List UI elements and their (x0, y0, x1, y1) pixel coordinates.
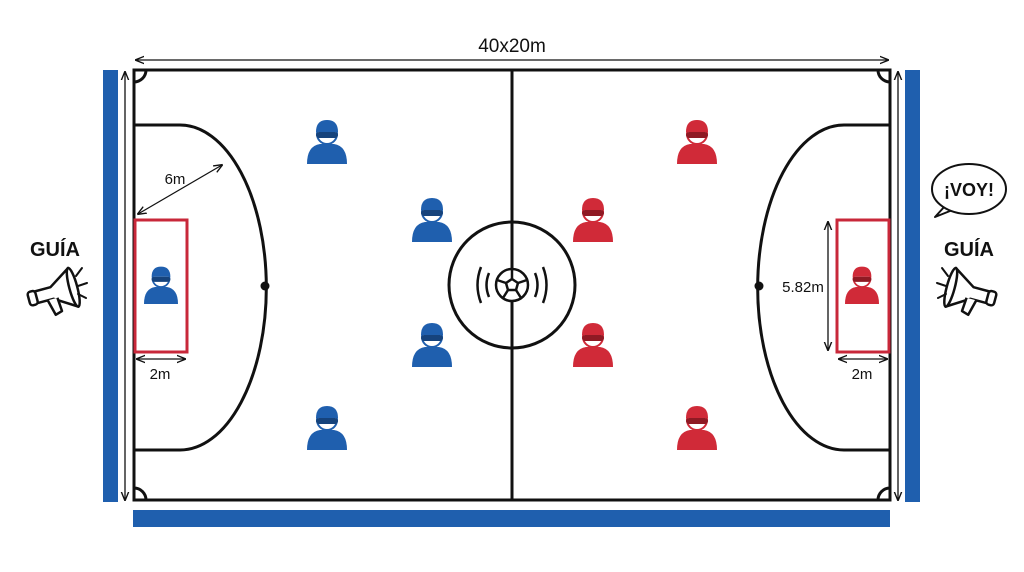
left-penalty-spot (260, 281, 270, 291)
right-penalty-spot (754, 281, 764, 291)
right-megaphone-icon (939, 265, 1002, 322)
area-radius-label: 6m (165, 171, 186, 188)
left-box-width-label: 2m (150, 366, 171, 383)
red-player (572, 197, 614, 243)
left-guide-label: GUÍA (30, 238, 80, 261)
sound-ball-icon (476, 266, 548, 304)
red-goalkeeper (844, 265, 880, 305)
speech-text: ¡VOY! (944, 180, 994, 200)
right-goal-box (835, 218, 891, 354)
radius-dimension-line (138, 165, 222, 214)
box-length-label: 5.82m (782, 279, 824, 296)
blue-goalkeeper (143, 265, 179, 305)
left-sound-lines-icon (75, 267, 88, 299)
blue-player (306, 119, 348, 165)
right-sound-lines-icon (936, 267, 949, 299)
speech-bubble: ¡VOY! (931, 163, 1007, 218)
blue-player (306, 405, 348, 451)
blue-player (411, 197, 453, 243)
right-sideboard (905, 70, 920, 502)
left-sideboard (103, 70, 118, 502)
court-size-label: 40x20m (478, 36, 546, 57)
red-player (676, 119, 718, 165)
red-player (572, 322, 614, 368)
blue-player (411, 322, 453, 368)
left-megaphone-icon (22, 265, 85, 322)
red-player (676, 405, 718, 451)
right-guide-label: GUÍA (944, 238, 994, 261)
bottom-sideboard (133, 510, 890, 527)
right-box-width-label: 2m (852, 366, 873, 383)
left-goal-box (133, 218, 189, 354)
